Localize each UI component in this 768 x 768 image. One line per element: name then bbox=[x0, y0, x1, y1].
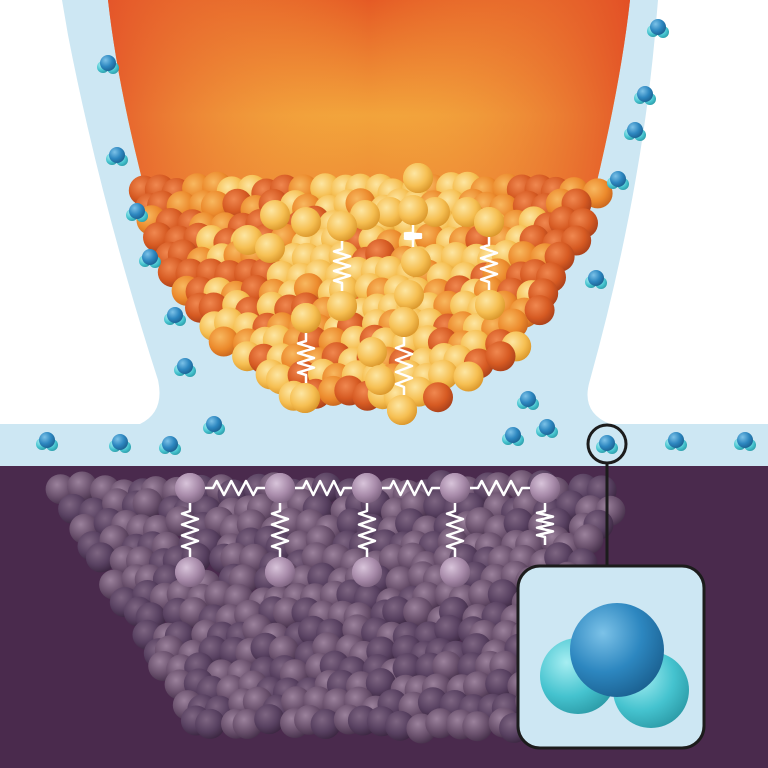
water-molecule-icon bbox=[97, 55, 119, 74]
tip-surface-atom bbox=[365, 365, 395, 395]
spring-icon bbox=[205, 479, 265, 497]
tip-atom bbox=[485, 341, 516, 372]
substrate-atom bbox=[573, 524, 604, 555]
substrate-atom bbox=[392, 653, 423, 684]
water-molecule-icon bbox=[203, 416, 225, 435]
tip-surface-atom bbox=[401, 247, 431, 277]
spring-icon bbox=[403, 225, 423, 247]
spring-icon bbox=[357, 503, 377, 557]
spring-icon bbox=[296, 333, 316, 383]
water-molecule-icon bbox=[164, 307, 186, 326]
magnifier-callout bbox=[516, 423, 706, 750]
tip-surface-atom bbox=[387, 395, 417, 425]
tip-surface-atom bbox=[403, 163, 433, 193]
water-molecule-icon bbox=[540, 603, 689, 728]
tip-spring-network bbox=[290, 163, 505, 425]
spring-network bbox=[175, 473, 560, 587]
substrate-atom bbox=[195, 708, 226, 739]
substrate-atom bbox=[310, 709, 341, 739]
water-molecule-icon bbox=[139, 249, 161, 268]
tip-surface-atom bbox=[327, 211, 357, 241]
tip-surface-atom bbox=[398, 195, 428, 225]
substrate-surface-atom bbox=[175, 473, 205, 503]
substrate-surface-atom bbox=[530, 473, 560, 503]
tip-atom bbox=[423, 382, 453, 413]
water-molecule-icon bbox=[36, 432, 58, 451]
substrate-atom bbox=[403, 597, 434, 627]
tip-atom bbox=[453, 361, 484, 392]
water-molecule-icon bbox=[106, 147, 128, 166]
tip-surface-atom bbox=[420, 197, 450, 227]
tip-surface-atom bbox=[475, 290, 505, 320]
water-molecule-icon bbox=[502, 427, 524, 446]
tip-surface-atom bbox=[375, 197, 405, 227]
substrate-surface-atom bbox=[265, 473, 295, 503]
water-molecule-icon bbox=[536, 419, 558, 438]
water-molecule-icon bbox=[109, 434, 131, 453]
tip-surface-atom bbox=[350, 200, 380, 230]
substrate-surface-atom bbox=[352, 557, 382, 587]
spring-icon bbox=[295, 479, 352, 497]
substrate-atom bbox=[132, 488, 163, 519]
substrate-atom bbox=[432, 651, 463, 681]
substrate-atom bbox=[463, 671, 493, 702]
tip-atom bbox=[524, 295, 555, 326]
substrate-atom bbox=[487, 579, 518, 610]
substrate-atom bbox=[462, 711, 493, 742]
tip-surface-atom bbox=[291, 303, 321, 333]
spring-icon bbox=[180, 503, 200, 557]
tip-surface-atom bbox=[260, 200, 290, 230]
water-molecule-icon bbox=[647, 19, 669, 38]
water-molecule-icon bbox=[607, 171, 629, 190]
water-molecule-icon bbox=[517, 391, 539, 410]
spring-icon bbox=[470, 479, 530, 497]
substrate-atom bbox=[254, 704, 285, 735]
spring-icon bbox=[479, 237, 499, 290]
water-molecule-icon bbox=[174, 358, 196, 377]
tip-surface-atom bbox=[290, 383, 320, 413]
tip-surface-atom bbox=[357, 337, 387, 367]
tip-surface-atom bbox=[394, 280, 424, 310]
water-molecule-icon bbox=[585, 270, 607, 289]
substrate-surface-atom bbox=[175, 557, 205, 587]
tip-atom bbox=[428, 359, 459, 390]
substrate-surface-atom bbox=[440, 473, 470, 503]
spring-icon bbox=[394, 337, 414, 395]
spring-icon bbox=[535, 503, 555, 545]
water-molecule-icon bbox=[634, 86, 656, 105]
tip-atom bbox=[208, 326, 239, 357]
water-molecule-icon bbox=[159, 436, 181, 455]
water-molecule-icon bbox=[624, 122, 646, 141]
water-molecule-icon bbox=[126, 203, 148, 222]
substrate-atom bbox=[485, 668, 516, 699]
tip-surface-atom bbox=[474, 207, 504, 237]
tip-surface-atom bbox=[389, 307, 419, 337]
substrate-surface-atom bbox=[440, 557, 470, 587]
tip-surface-atom bbox=[327, 291, 357, 321]
spring-icon bbox=[332, 241, 352, 291]
substrate-atom bbox=[434, 614, 465, 645]
substrate-surface-atom bbox=[352, 473, 382, 503]
tip-surface-atom bbox=[291, 207, 321, 237]
substrate-surface-atom bbox=[265, 557, 295, 587]
spring-icon bbox=[445, 503, 465, 557]
substrate-atom bbox=[85, 542, 116, 573]
water-molecules bbox=[36, 19, 756, 455]
spring-icon bbox=[382, 479, 440, 497]
water-molecule-icon bbox=[665, 432, 687, 451]
substrate-atom bbox=[382, 596, 413, 627]
water-molecule-icon bbox=[596, 435, 618, 454]
tip-surface-atom bbox=[255, 233, 285, 263]
water-molecule-icon bbox=[734, 432, 756, 451]
spring-icon bbox=[270, 503, 290, 557]
